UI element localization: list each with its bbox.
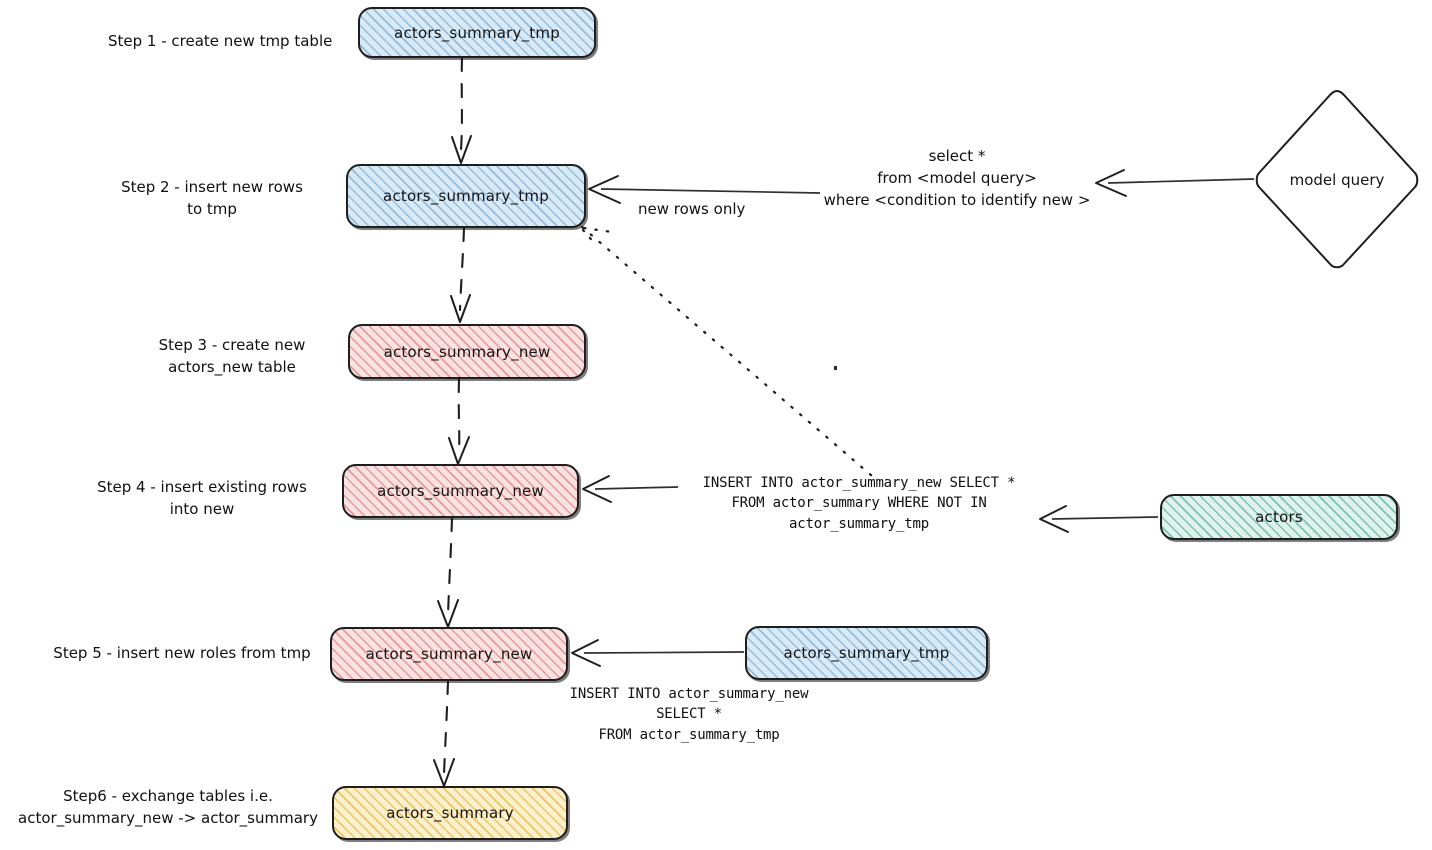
node-actors-summary-tmp-step1[interactable]: actors_summary_tmp [358,7,596,58]
step-label-step6: Step6 - exchange tables i.e. actor_summa… [18,787,318,827]
connector-step3-to-step4 [448,377,470,465]
connector-tmp2-dotted-to-step4 [580,225,874,478]
annotation-insert-new-roles-sql: INSERT INTO actor_summary_new SELECT * F… [569,686,809,743]
node-actors-summary-new-step4[interactable]: actors_summary_new [342,464,579,518]
node-label: actors_summary_new [383,342,551,361]
node-label: actors_summary_tmp [383,187,549,205]
node-label: model query [1289,171,1385,189]
node-label: actors_summary_new [377,482,544,500]
connector-sql4-to-new4 [582,475,679,503]
stray-mark [834,366,837,370]
node-actors-summary-step6[interactable]: actors_summary [332,786,568,840]
step-label-step2: Step 2 - insert new rows to tmp [121,178,303,218]
step-label-step4: Step 4 - insert existing rows into new [97,478,307,518]
step-label-step1: Step 1 - create new tmp table [108,32,333,50]
node-label: actors_summary_tmp [394,23,560,42]
connector-modelquery-to-sql [1095,169,1255,197]
step-label-step5: Step 5 - insert new roles from tmp [53,644,311,662]
step-label-step3: Step 3 - create new actors_new table [158,336,306,376]
node-model-query[interactable]: model query [1254,88,1420,272]
node-label: actors_summary_new [365,645,533,663]
connector-tmpsource-to-new5 [571,639,745,667]
annotation-model-query-sql: select * from <model query> where <condi… [823,147,1091,209]
annotation-new-rows-only: new rows only [638,200,746,218]
node-actors-summary-tmp-step2[interactable]: actors_summary_tmp [346,164,586,228]
node-actors-summary-new-step5[interactable]: actors_summary_new [330,627,568,681]
node-actors-source[interactable]: actors [1160,494,1398,540]
connector-step2-to-step3 [450,226,471,323]
annotation-insert-existing-sql: INSERT INTO actor_summary_new SELECT * F… [702,475,1016,532]
node-label: actors_summary [386,804,514,822]
node-label: actors_summary_tmp [783,644,950,662]
connector-step5-to-step6 [433,679,455,787]
node-actors-summary-new-step3[interactable]: actors_summary_new [348,324,586,379]
node-actors-summary-tmp-source-step5[interactable]: actors_summary_tmp [745,626,988,680]
diamond-shape [1255,90,1419,269]
connector-step4-to-step5 [437,516,459,628]
connector-step1-to-step2 [451,56,472,164]
node-label: actors [1255,508,1303,526]
connector-actors-to-sql4 [1039,505,1159,533]
